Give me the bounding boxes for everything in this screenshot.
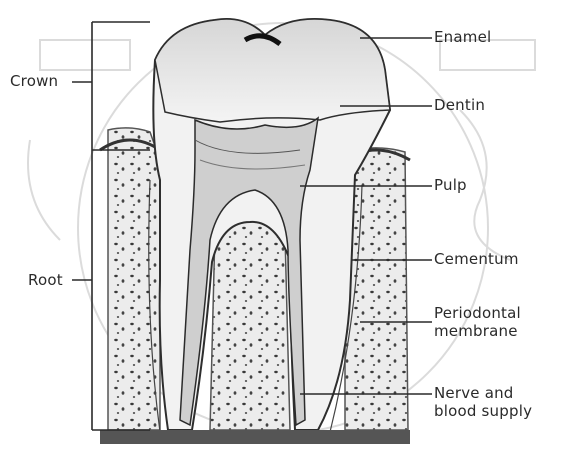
label-root: Root xyxy=(28,272,63,289)
label-crown: Crown xyxy=(10,73,58,90)
label-periodontal-line2: membrane xyxy=(434,323,518,340)
label-nerve-line2: blood supply xyxy=(434,403,532,420)
tissue-base xyxy=(100,430,410,444)
label-nerve-line1: Nerve and xyxy=(434,385,514,402)
label-pulp: Pulp xyxy=(434,177,467,194)
label-dentin: Dentin xyxy=(434,97,485,114)
label-periodontal-line1: Periodontal xyxy=(434,305,521,322)
bone-between-roots xyxy=(210,219,290,430)
label-enamel: Enamel xyxy=(434,29,491,46)
label-cementum: Cementum xyxy=(434,251,519,268)
bone-left xyxy=(108,128,160,430)
